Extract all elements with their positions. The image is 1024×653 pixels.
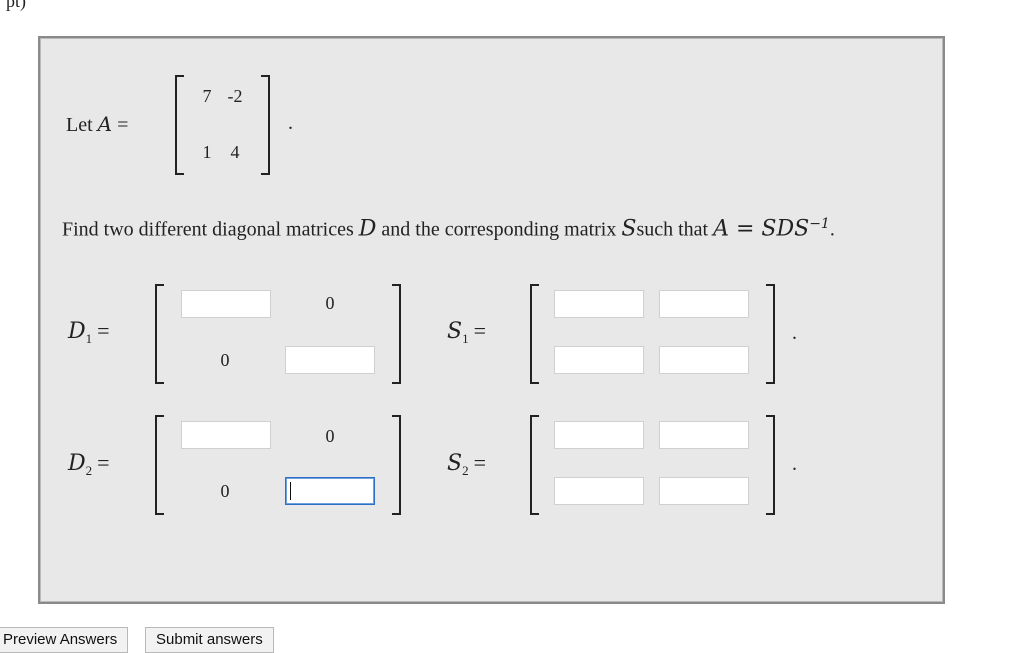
d2-right-bracket <box>392 415 401 515</box>
s1-period: . <box>792 322 797 344</box>
d2-label: D2 = <box>68 450 110 479</box>
s1-equals: = <box>473 318 486 343</box>
text-cursor <box>290 482 291 500</box>
s2-entry-21-input[interactable] <box>554 477 644 505</box>
s1-label-base: S <box>447 319 463 344</box>
equals-sign: = <box>117 114 129 136</box>
s2-label-base: S <box>447 451 463 476</box>
d1-off-diagonal-bottom: 0 <box>220 350 230 370</box>
s2-right-bracket <box>766 415 775 515</box>
instruction-text: Find two different diagonal matrices D a… <box>62 216 835 242</box>
points-label: pt) <box>6 0 26 11</box>
s1-right-bracket <box>766 284 775 384</box>
instruction-period: . <box>829 218 835 241</box>
d2-equals: = <box>97 450 110 475</box>
matrix-a-cell: -2 <box>227 86 243 106</box>
var-a: A <box>97 112 113 136</box>
d1-label: D1 = <box>68 318 110 347</box>
var-d: D <box>358 216 377 242</box>
d1-entry-22-input[interactable] <box>285 346 375 374</box>
s1-entry-21-input[interactable] <box>554 346 644 374</box>
s2-equals: = <box>473 450 486 475</box>
d1-right-bracket <box>392 284 401 384</box>
d2-label-sub: 2 <box>85 463 93 478</box>
d2-off-diagonal-bottom: 0 <box>220 481 230 501</box>
s1-left-bracket <box>530 284 539 384</box>
d2-left-bracket <box>155 415 164 515</box>
matrix-a-right-bracket <box>261 75 270 175</box>
matrix-a-cell: 7 <box>202 86 212 106</box>
s1-entry-12-input[interactable] <box>659 290 749 318</box>
s2-entry-11-input[interactable] <box>554 421 644 449</box>
instruction-prefix: Find two different diagonal matrices <box>62 218 354 241</box>
let-statement: Let A = <box>66 112 128 137</box>
instruction-suffix: such that <box>636 218 709 241</box>
let-text: Let <box>66 114 93 136</box>
d1-entry-11-input[interactable] <box>181 290 271 318</box>
d2-off-diagonal-top: 0 <box>325 426 335 446</box>
matrix-a-left-bracket <box>175 75 184 175</box>
s1-label: S1 = <box>447 318 486 347</box>
inverse-exponent: −1 <box>809 216 830 232</box>
s2-left-bracket <box>530 415 539 515</box>
s2-entry-12-input[interactable] <box>659 421 749 449</box>
s2-period: . <box>792 453 797 475</box>
d2-entry-11-input[interactable] <box>181 421 271 449</box>
s1-entry-22-input[interactable] <box>659 346 749 374</box>
s1-label-sub: 1 <box>462 331 469 346</box>
submit-answers-button[interactable]: Submit answers <box>145 627 274 653</box>
d2-label-base: D <box>68 451 86 476</box>
s1-entry-11-input[interactable] <box>554 290 644 318</box>
preview-answers-button[interactable]: Preview Answers <box>0 627 129 653</box>
d2-entry-22-input[interactable] <box>285 477 375 505</box>
d1-label-base: D <box>68 319 86 344</box>
equation-a-sds: A = SDS <box>713 216 810 242</box>
d1-off-diagonal-top: 0 <box>325 293 335 313</box>
d1-equals: = <box>97 318 110 343</box>
d1-left-bracket <box>155 284 164 384</box>
s2-entry-22-input[interactable] <box>659 477 749 505</box>
s2-label: S2 = <box>447 450 486 479</box>
s2-label-sub: 2 <box>462 463 469 478</box>
matrix-a-period: . <box>288 112 293 134</box>
instruction-mid: and the corresponding matrix <box>381 218 617 241</box>
matrix-a-cell: 1 <box>202 142 212 162</box>
problem-panel <box>38 36 945 604</box>
matrix-a-cell: 4 <box>230 142 240 162</box>
d1-label-sub: 1 <box>85 331 93 346</box>
var-s: S <box>621 216 637 242</box>
